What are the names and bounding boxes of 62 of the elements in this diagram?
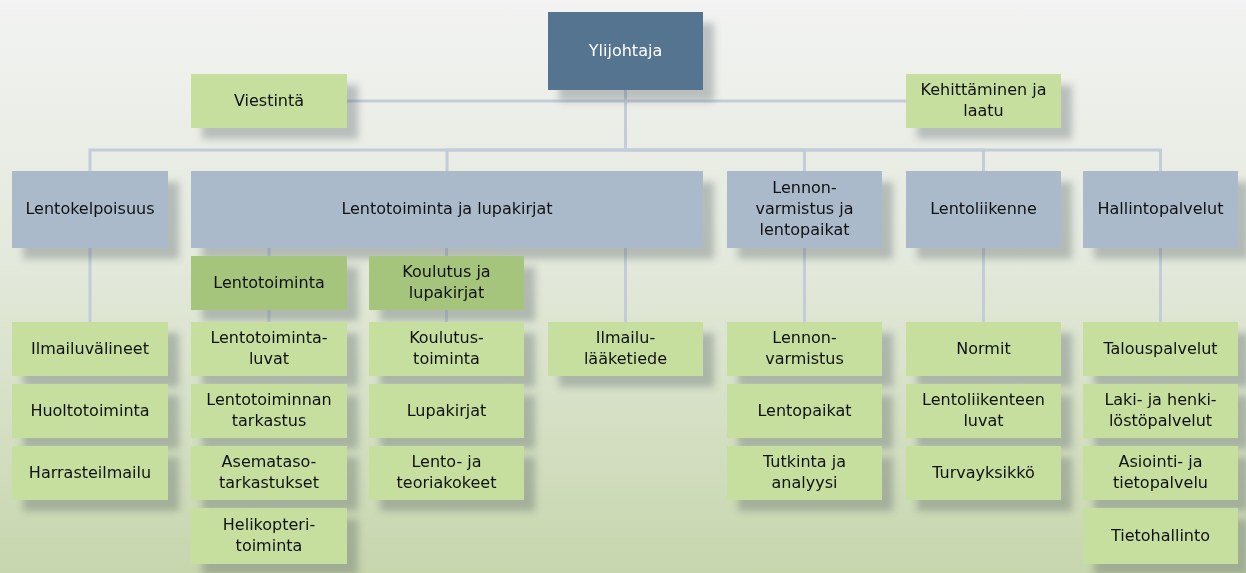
unit-box [12,384,168,438]
unit-box [191,384,347,438]
unit-box [191,256,347,310]
unit-box [191,322,347,376]
unit-box [191,446,347,500]
unit-box [548,322,703,376]
unit-name: Lentopaikat [756,400,853,422]
unit-box [727,384,882,438]
unit-name: Lentotoiminta [212,272,326,294]
unit-name: Ilmailuvälineet [30,338,150,360]
unit-box [906,74,1061,128]
unit-box [1083,384,1238,438]
unit-box [906,322,1061,376]
unit-box [1083,508,1238,564]
unit-name: Lupakirjat [405,400,488,422]
unit-name: Helikopteri-toiminta [221,515,317,557]
unit-name: Hallintopalvelut [1096,199,1225,220]
unit-name: Lento- ja teoriakokeet [395,452,498,494]
unit-box [369,384,524,438]
unit-name: Lennon-varmistus [764,328,845,370]
unit-name: Ilmailu-lääketiede [582,328,669,370]
unit-name: Tietohallinto [1109,525,1212,547]
unit-name: Lentoliikenteen luvat [921,390,1046,432]
unit-name: Turvayksikkö [931,462,1036,484]
unit-box [727,446,882,500]
unit-box [548,12,703,90]
unit-box [191,74,347,128]
unit-box [1083,322,1238,376]
unit-name: Tutkinta ja analyysi [762,452,847,494]
unit-box [906,446,1061,500]
department-box [191,171,703,248]
unit-box [369,446,524,500]
unit-name: Koulutus-toiminta [408,328,485,370]
department-box [1083,171,1238,248]
unit-name: Huoltotoiminta [29,400,151,422]
unit-name: Lentotoiminta-luvat [209,328,329,370]
unit-name: Viestintä [232,90,306,112]
unit-box [369,322,524,376]
unit-name: Lentoliikenne [929,199,1038,220]
unit-name: Asiointi- ja tietopalvelu [1112,452,1209,494]
unit-box [727,322,882,376]
department-box [727,171,882,248]
unit-box [12,322,168,376]
unit-name: Harrasteilmailu [27,462,153,484]
department-box [906,171,1061,248]
unit-name: Asemataso-tarkastukset [218,452,320,494]
unit-box [906,384,1061,438]
unit-box [12,446,168,500]
unit-name: Lentokelpoisuus [24,199,156,220]
unit-name: Laki- ja henki-löstöpalvelut [1103,390,1218,432]
unit-name: Lentotoiminnan tarkastus [205,390,333,432]
department-box [12,171,168,248]
unit-name: Lennon-varmistus ja lentopaikat [754,178,855,241]
unit-box [369,256,524,310]
unit-name: Normit [955,338,1012,360]
unit-name: Talouspalvelut [1102,338,1219,360]
unit-name: Kehittäminen ja laatu [919,80,1048,122]
unit-box [191,508,347,564]
unit-box [1083,446,1238,500]
unit-name: Ylijohtaja [587,40,664,62]
unit-name: Koulutus ja lupakirjat [401,262,492,304]
unit-name: Lentotoiminta ja lupakirjat [340,199,554,220]
